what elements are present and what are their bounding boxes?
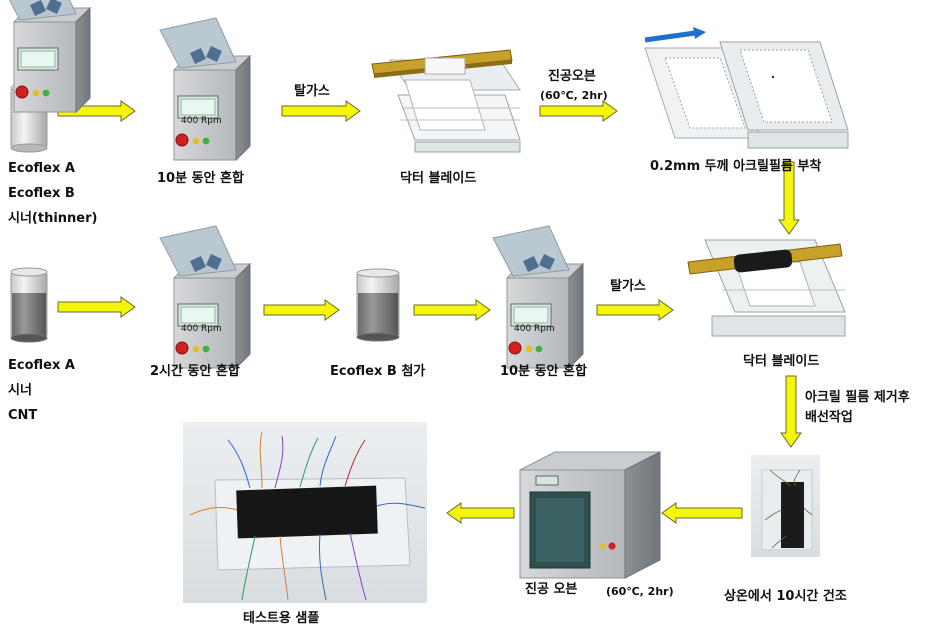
- arrow-to-doctor-blade-mid: [778, 161, 800, 235]
- mixer-display-mid-1: 400 Rpm: [181, 324, 222, 334]
- beaker-mid: [10, 267, 48, 343]
- mixer-display-mid-2: 400 Rpm: [514, 324, 555, 334]
- beaker-ecoflex-b: [356, 268, 400, 342]
- step-mix-2hr: 2시간 동안 혼합: [150, 364, 240, 379]
- step-mix-10min-top: 10분 동안 혼합: [157, 171, 244, 186]
- mixer-mid-2: [492, 225, 584, 369]
- acrylic-film-plate: [644, 27, 849, 149]
- label-remove-film-1: 아크릴 필름 제거후: [805, 390, 910, 405]
- step-mix-10min-mid: 10분 동안 혼합: [500, 364, 587, 379]
- label-vacuum-oven-top: 진공오븐: [548, 69, 596, 84]
- step-test-sample: 테스트용 샘플: [243, 611, 320, 626]
- material-item: 시너: [8, 383, 32, 398]
- materials-mid-list: Ecoflex A 시너 CNT: [8, 358, 75, 433]
- label-degas-top: 탈가스: [294, 84, 330, 99]
- doctor-blade-top: [371, 49, 521, 153]
- step-acrylic-film: 0.2mm 두께 아크릴필름 부착: [650, 159, 822, 174]
- arrow-mixer-to-beaker: [263, 299, 340, 321]
- step-dry-room-temp: 상온에서 10시간 건조: [724, 589, 847, 604]
- step-doctor-blade-top: 닥터 블레이드: [400, 171, 477, 186]
- step-vacuum-oven-bottom: 진공 오븐: [525, 582, 578, 597]
- material-item: Ecoflex A: [8, 161, 75, 176]
- mixer-display-top: 400 Rpm: [181, 116, 222, 126]
- arrow-beaker-to-mixer: [413, 299, 491, 321]
- arrow-materials-to-mixer-mid: [57, 296, 136, 318]
- materials-top-list: Ecoflex A Ecoflex B 시너(thinner): [8, 161, 97, 236]
- arrow-to-drying: [780, 375, 802, 448]
- label-degas-mid: 탈가스: [610, 279, 646, 294]
- step-doctor-blade-mid: 닥터 블레이드: [743, 354, 820, 369]
- material-item: CNT: [8, 408, 38, 423]
- label-vacuum-oven-top-cond: (60℃, 2hr): [540, 89, 608, 102]
- step-vacuum-oven-bottom-cond: (60℃, 2hr): [606, 585, 674, 598]
- mixer-mid-1: [159, 225, 251, 369]
- label-remove-film-2: 배선작업: [805, 410, 853, 425]
- arrow-degas-top: [281, 100, 361, 122]
- material-item: Ecoflex B: [8, 186, 75, 201]
- arrow-drying-to-oven: [661, 502, 743, 524]
- test-sample-photo: [183, 422, 427, 603]
- vacuum-oven: [519, 451, 661, 579]
- material-item: Ecoflex A: [8, 358, 75, 373]
- step-add-ecoflex-b: Ecoflex B 첨가: [330, 364, 426, 379]
- material-item: 시너(thinner): [8, 211, 98, 226]
- doctor-blade-mid: [687, 239, 846, 337]
- mixer-top: [159, 17, 251, 161]
- arrow-oven-to-sample: [446, 502, 515, 524]
- drying-sample-photo: [751, 455, 820, 557]
- arrow-vacuum-oven-top: [539, 100, 618, 122]
- arrow-degas-mid: [596, 299, 674, 321]
